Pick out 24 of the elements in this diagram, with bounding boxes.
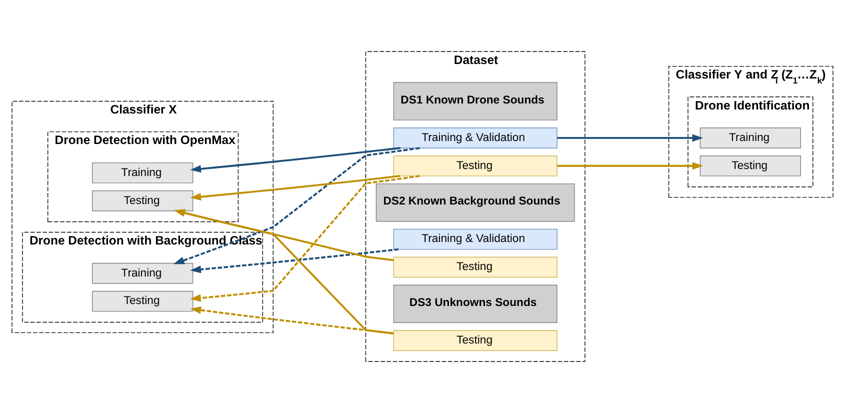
node-box: DS1 Known Drone Sounds [393, 82, 558, 120]
node-box: Testing [700, 155, 801, 176]
node-box: DS2 Known Background Sounds [376, 182, 575, 222]
arrow [190, 306, 394, 334]
arrow [190, 248, 399, 273]
node-box: Training [92, 262, 194, 284]
arrow [174, 208, 394, 334]
node-box: Training & Validation [393, 127, 558, 148]
arrow [190, 174, 400, 200]
node-box: Training [92, 162, 194, 183]
arrow [173, 146, 420, 264]
node-box: Training [700, 127, 801, 148]
node-box: Testing [393, 256, 558, 278]
node-box: Testing [92, 290, 194, 312]
arrow [557, 162, 704, 170]
node-box: DS3 Unknowns Sounds [393, 284, 558, 322]
arrow [557, 134, 704, 142]
arrow [190, 146, 400, 172]
node-box: Training & Validation [393, 228, 558, 250]
node-box: Testing [393, 155, 558, 176]
arrow [190, 174, 420, 302]
node-box: Testing [393, 330, 558, 350]
node-box: Testing [92, 190, 194, 211]
arrow [174, 208, 394, 261]
